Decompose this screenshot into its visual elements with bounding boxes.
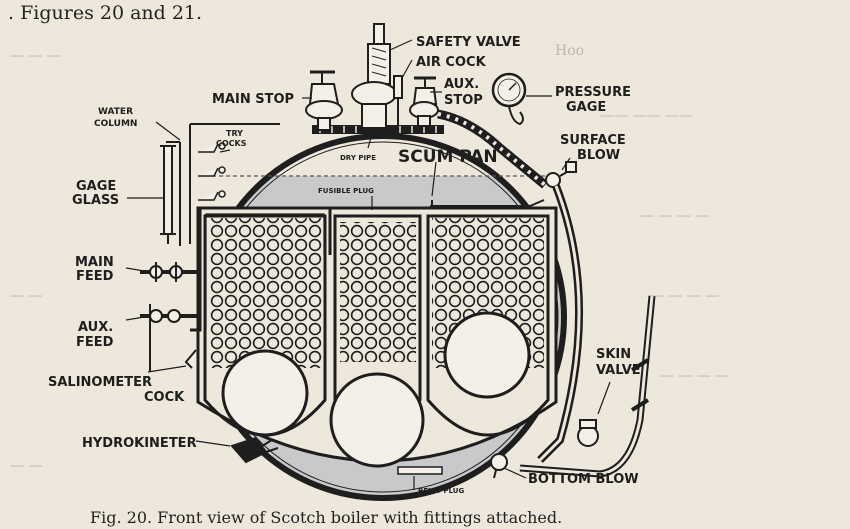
svg-text:— — — —: — — — — xyxy=(660,368,729,384)
svg-text:— — — —: — — — — xyxy=(640,208,709,224)
label-skin-valve-1: SKIN xyxy=(596,347,631,362)
air-cock xyxy=(393,75,403,125)
label-try-cocks-2: COCKS xyxy=(216,139,247,148)
safety-valve xyxy=(351,23,397,129)
figures-heading: . Figures 20 and 21. xyxy=(8,2,203,24)
belly-plug xyxy=(397,466,443,475)
furnace-left xyxy=(221,349,309,437)
dry-pipe xyxy=(312,125,444,134)
label-water-column-1: WATER xyxy=(98,107,133,117)
label-bottom-blow: BOTTOM BLOW xyxy=(528,472,639,487)
svg-text:Hoo: Hoo xyxy=(555,43,584,59)
background-text: Hoo —— —— —— — — — — — — — — — — — — — —… xyxy=(10,43,729,474)
label-aux-stop-2: STOP xyxy=(444,93,483,108)
label-gage-glass-1: GAGE xyxy=(76,179,116,194)
label-safety-valve: SAFETY VALVE xyxy=(416,35,521,50)
scum-pan-trough xyxy=(430,199,545,207)
aux-stop-valve xyxy=(409,76,439,127)
label-aux-feed-1: AUX. xyxy=(78,320,113,335)
label-try-cocks-1: TRY xyxy=(226,129,243,138)
svg-text:— —: — — xyxy=(10,458,42,474)
label-skin-valve-2: VALVE xyxy=(596,363,641,378)
label-main-feed-2: FEED xyxy=(76,269,114,284)
furnace-right xyxy=(443,311,531,399)
skin-valve xyxy=(577,419,599,447)
leader-lines xyxy=(125,39,611,490)
try-cocks xyxy=(198,142,226,201)
label-main-stop: MAIN STOP xyxy=(212,92,294,107)
label-pressure-gage-1: PRESSURE xyxy=(555,85,631,100)
label-aux-feed-2: FEED xyxy=(76,335,114,350)
label-scum-pan: SCUM PAN xyxy=(398,147,498,167)
furnace-middle xyxy=(329,372,425,468)
pressure-gage xyxy=(491,72,527,126)
svg-text:— — —: — — — xyxy=(10,48,61,64)
main-stop-valve xyxy=(305,70,343,131)
label-fusible-plug: FUSIBLE PLUG xyxy=(318,187,374,195)
label-salinometer-2: COCK xyxy=(144,390,185,405)
internal-feed-pipe xyxy=(190,206,332,332)
surface-blow-valve xyxy=(545,161,577,188)
label-hydrokineter: HYDROKINETER xyxy=(82,436,197,451)
tube-bank-middle xyxy=(333,214,422,437)
label-surface-blow-1: SURFACE xyxy=(560,133,626,148)
figure-caption: Fig. 20. Front view of Scotch boiler wit… xyxy=(90,508,563,527)
label-salinometer-1: SALINOMETER xyxy=(48,375,152,390)
label-main-feed-1: MAIN xyxy=(75,255,114,270)
tube-bank-left xyxy=(203,214,327,437)
bottom-blow-valve xyxy=(490,453,508,479)
label-air-cock: AIR COCK xyxy=(416,55,487,70)
label-belly-plug: BELLY PLUG xyxy=(418,487,464,495)
svg-text:— — — —: — — — — xyxy=(650,288,719,304)
label-water-column-2: COLUMN xyxy=(94,119,137,129)
water-column xyxy=(160,123,280,246)
hydrokineter xyxy=(230,436,279,464)
label-dry-pipe: DRY PIPE xyxy=(340,154,376,162)
label-aux-stop-1: AUX. xyxy=(444,77,479,92)
svg-text:—— —— ——: —— —— —— xyxy=(600,108,693,124)
svg-text:— —: — — xyxy=(10,288,42,304)
label-pressure-gage-2: GAGE xyxy=(566,100,606,115)
label-gage-glass-2: GLASS xyxy=(72,193,119,208)
label-surface-blow-2: BLOW xyxy=(577,148,620,163)
salinometer-cock xyxy=(184,349,197,369)
